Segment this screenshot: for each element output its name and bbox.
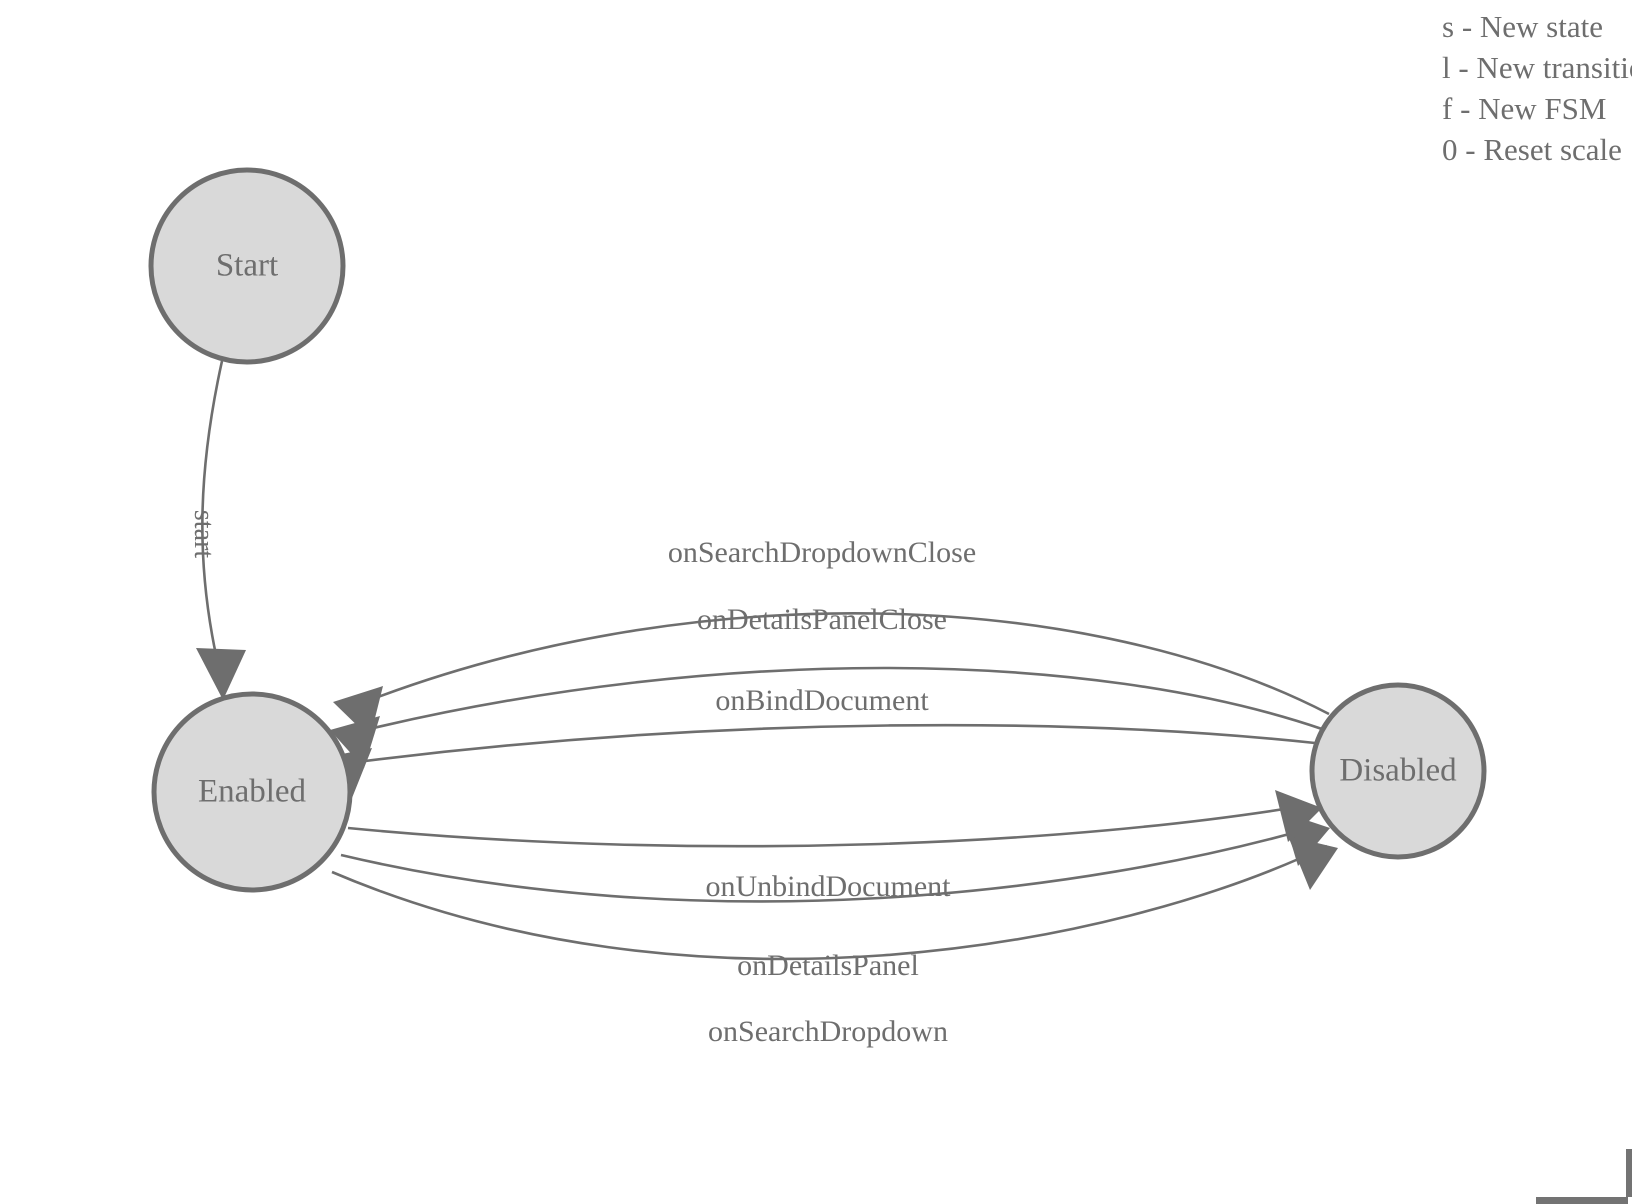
transition-on-search-dropdown-path[interactable]: [331, 844, 1328, 961]
state-node-enabled-circle[interactable]: [151, 691, 353, 893]
transition-on-bind-document-label: onBindDocument: [715, 684, 929, 717]
transition-on-unbind-document-label: onUnbindDocument: [706, 870, 952, 903]
transition-on-details-panel-arrowhead: [1282, 812, 1330, 866]
state-node-disabled-circle[interactable]: [1309, 682, 1487, 860]
transition-on-search-dropdown[interactable]: onSearchDropdown: [331, 836, 1338, 1048]
transition-on-details-panel-close-path[interactable]: [364, 666, 1323, 732]
transition-start-label: start: [188, 510, 219, 558]
state-node-start[interactable]: Start: [148, 167, 346, 365]
transition-on-unbind-document[interactable]: onUnbindDocument: [347, 790, 1322, 903]
state-node-start-label: Start: [216, 248, 278, 284]
state-node-start-circle[interactable]: [148, 167, 346, 365]
transition-on-unbind-document-path[interactable]: [347, 803, 1310, 848]
state-node-enabled-label: Enabled: [198, 774, 307, 810]
transition-on-bind-document[interactable]: onBindDocument: [322, 684, 1316, 798]
transition-on-unbind-document-arrowhead: [1275, 790, 1322, 842]
transition-on-search-dropdown-arrowhead: [1288, 836, 1338, 890]
transition-on-details-panel-close[interactable]: onDetailsPanelClose: [330, 603, 1323, 768]
transition-start-path[interactable]: [201, 360, 224, 656]
state-node-disabled[interactable]: Disabled: [1309, 682, 1487, 860]
state-node-enabled[interactable]: Enabled: [151, 691, 353, 893]
state-node-disabled-label: Disabled: [1339, 753, 1457, 789]
horizontal-scrollbar-thumb[interactable]: [1536, 1197, 1628, 1204]
transition-on-details-panel[interactable]: onDetailsPanel: [340, 812, 1330, 982]
transition-start[interactable]: start: [188, 360, 246, 700]
transition-on-details-panel-close-label: onDetailsPanelClose: [697, 603, 947, 636]
transition-on-details-panel-path[interactable]: [340, 824, 1319, 903]
transition-on-bind-document-path[interactable]: [356, 723, 1316, 764]
vertical-scrollbar-thumb[interactable]: [1626, 1149, 1632, 1197]
transition-start-arrowhead: [196, 648, 246, 700]
transition-on-search-dropdown-close-label: onSearchDropdownClose: [668, 536, 976, 569]
transition-on-search-dropdown-label: onSearchDropdown: [708, 1015, 948, 1048]
transition-on-search-dropdown-close-path[interactable]: [369, 612, 1330, 716]
